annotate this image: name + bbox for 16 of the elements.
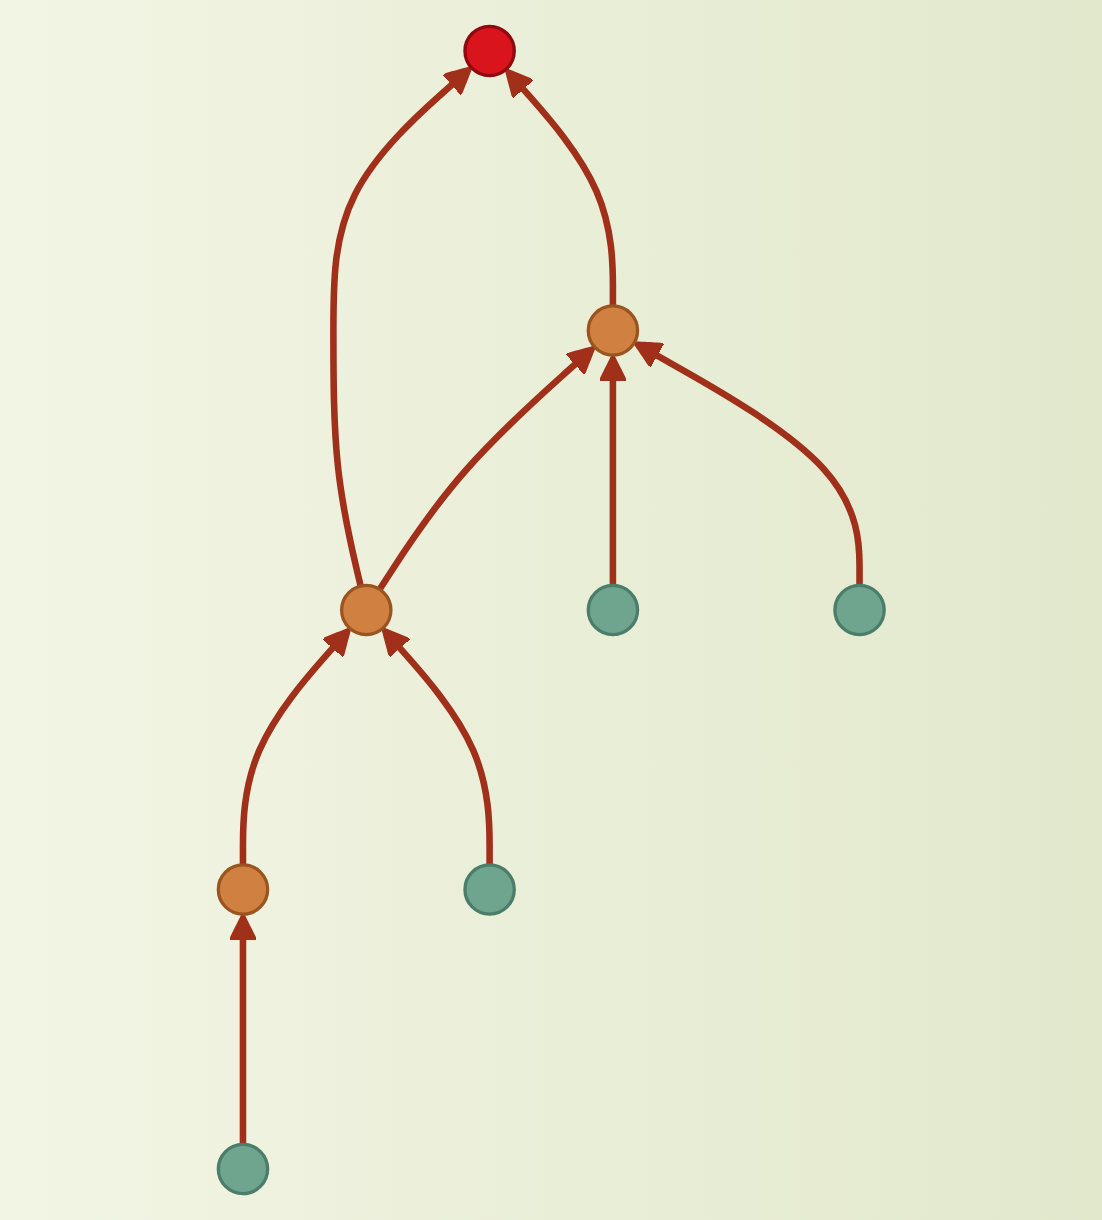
- arrow: [504, 68, 616, 306]
- node-circle: [463, 24, 516, 78]
- arrow: [376, 345, 596, 592]
- arrow: [329, 66, 473, 587]
- node-circle: [463, 863, 516, 916]
- arrow: [598, 353, 628, 586]
- node-circle: [586, 304, 639, 357]
- arrow: [632, 341, 863, 586]
- node-circle: [339, 583, 393, 637]
- node-circle: [216, 863, 270, 916]
- arrow: [381, 627, 493, 865]
- arrow: [228, 912, 258, 1145]
- node-circle: [832, 583, 886, 637]
- node-circle: [586, 583, 639, 637]
- arrow: [239, 627, 352, 865]
- node-circle: [216, 1142, 270, 1196]
